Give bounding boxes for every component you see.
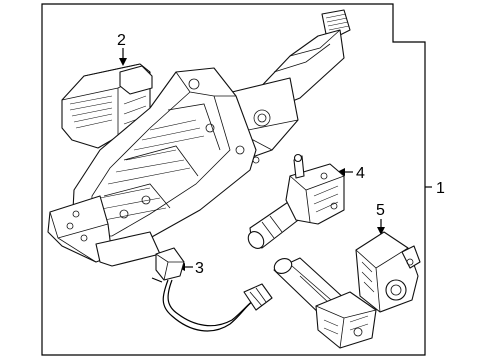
telescope-motor-icon: [273, 231, 421, 349]
callout-2: 2: [117, 32, 126, 49]
callout-5: 5: [376, 202, 385, 219]
assembly-bracket-frame: [41, 3, 432, 356]
wiring-harness-icon: [151, 247, 273, 332]
tilt-motor-icon: [247, 153, 345, 249]
callout-1: 1: [436, 180, 445, 197]
steering-column-assembly-icon: [47, 9, 351, 267]
callout-4: 4: [356, 165, 365, 182]
callout-3: 3: [195, 260, 204, 277]
